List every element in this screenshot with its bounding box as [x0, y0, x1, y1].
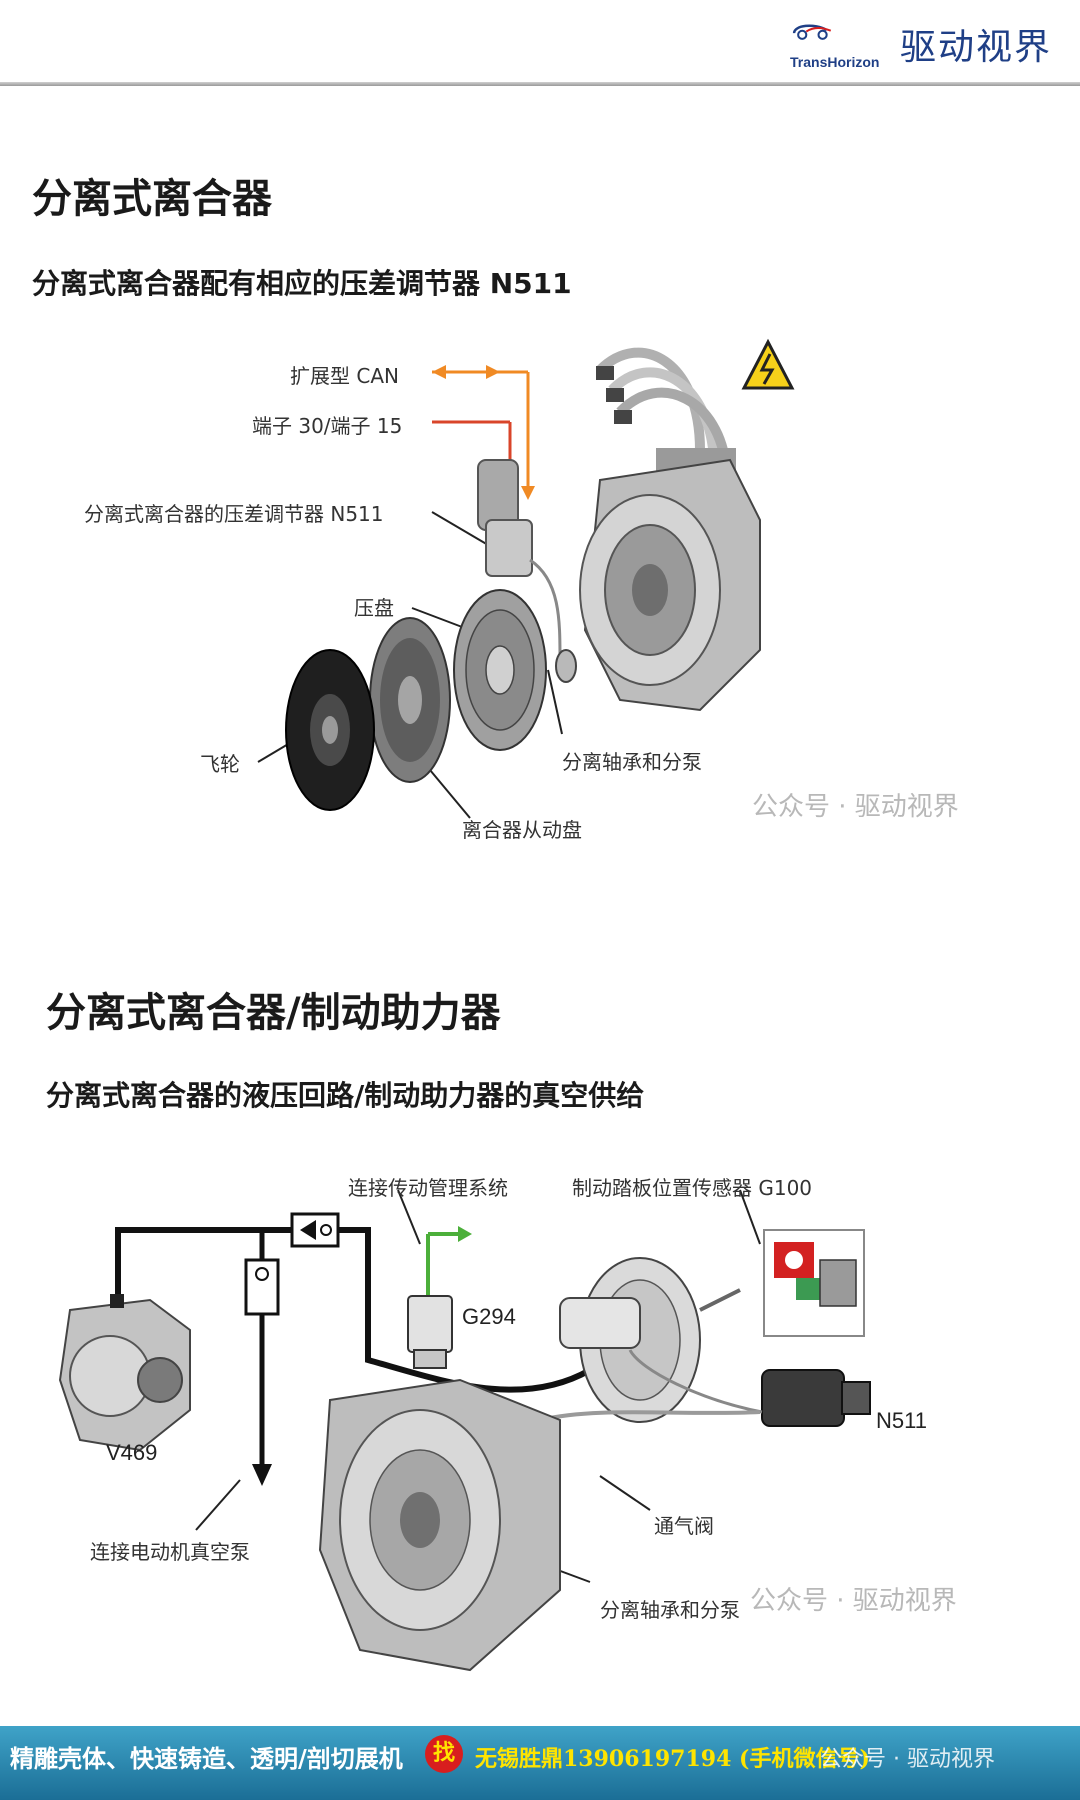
label-extended-can: 扩展型 CAN	[290, 364, 399, 388]
vacuum-branch-arrow-icon	[244, 1230, 280, 1486]
clutch-housing-icon	[318, 1378, 561, 1672]
header-bar	[0, 0, 1080, 84]
footer-banner	[0, 1726, 1080, 1800]
n511-regulator-icon	[628, 1349, 871, 1427]
label-clutch-disc: 离合器从动盘	[462, 818, 582, 842]
header-divider	[0, 82, 1080, 86]
footer-services-text: 精雕壳体、快速铸造、透明/剖切展机	[10, 1744, 403, 1773]
flywheel-icon	[285, 649, 375, 811]
pressure-regulator-n511-icon	[477, 459, 562, 661]
label-vacuum-pump: 连接电动机真空泵	[90, 1540, 250, 1564]
label-transmission-management: 连接传动管理系统	[348, 1176, 508, 1200]
label-brake-pedal-sensor: 制动踏板位置传感器 G100	[572, 1176, 813, 1200]
v469-vacuum-pump-icon	[58, 1294, 191, 1452]
hydraulic-vacuum-diagram	[58, 1189, 871, 1672]
label-flywheel: 飞轮	[200, 752, 240, 776]
section2-title: 分离式离合器/制动助力器	[46, 990, 501, 1036]
footer-find-badge: 找	[425, 1735, 463, 1773]
g100-pedal-sensor-icon	[763, 1229, 865, 1337]
clutch-exploded-diagram	[257, 338, 795, 819]
g294-sensor-icon	[407, 1295, 453, 1369]
logo-english-text: TransHorizon	[790, 54, 880, 70]
check-valve-icon	[290, 1212, 340, 1248]
label-vent-valve: 通气阀	[654, 1514, 714, 1538]
high-voltage-cables-icon	[596, 347, 736, 478]
section1-title: 分离式离合器	[32, 176, 272, 222]
label-g294: G294	[462, 1304, 516, 1329]
green-arrow-icon	[426, 1226, 472, 1300]
footer-contact-text: 无锡胜鼎13906197194 (手机微信号)	[475, 1746, 870, 1772]
electric-machine-housing-icon	[579, 458, 761, 712]
pressure-plate-icon	[453, 589, 547, 751]
brake-booster-icon	[559, 1257, 741, 1423]
label-terminal: 端子 30/端子 15	[252, 414, 403, 438]
section2-subtitle: 分离式离合器的液压回路/制动助力器的真空供给	[46, 1079, 645, 1112]
footer-watermark: 公众号 · 驱动视界	[820, 1747, 995, 1772]
section1-subtitle: 分离式离合器配有相应的压差调节器 N511	[32, 267, 572, 300]
watermark-section1: 公众号 · 驱动视界	[752, 792, 959, 822]
label-n511: N511	[876, 1408, 927, 1433]
can-arrow-icon	[432, 365, 535, 500]
label-v469: V469	[106, 1440, 158, 1465]
label-release-bearing-2: 分离轴承和分泵	[600, 1598, 740, 1622]
clutch-disc-icon	[369, 617, 451, 783]
label-pressure-regulator: 分离式离合器的压差调节器 N511	[84, 502, 384, 526]
high-voltage-warning-icon	[741, 338, 795, 390]
label-release-bearing: 分离轴承和分泵	[562, 750, 702, 774]
transhorizon-logo-icon	[792, 24, 832, 40]
logo-chinese-text: 驱动视界	[900, 27, 1053, 68]
watermark-section2: 公众号 · 驱动视界	[750, 1586, 957, 1616]
release-bearing-icon	[555, 649, 577, 683]
label-pressure-plate: 压盘	[354, 596, 394, 620]
